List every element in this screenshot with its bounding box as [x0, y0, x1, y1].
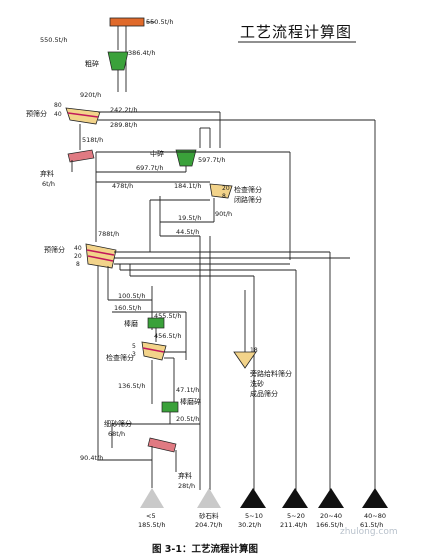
flow-label: 20.5t/h — [176, 415, 199, 423]
flow-label: 100.5t/h — [118, 292, 145, 300]
product-flow: 61.5t/h — [360, 521, 383, 529]
flow-label: 289.8t/h — [110, 121, 137, 129]
product-pile-4: 5~20 211.4t/h — [280, 488, 308, 529]
screen-size: 5 — [132, 343, 136, 350]
flow-label: 68t/h — [108, 430, 125, 438]
flow-label: 386.4t/h — [128, 49, 155, 57]
product-pile-3: 5~10 30.2t/h — [238, 488, 266, 529]
screen-deck — [67, 112, 99, 118]
product-pile-2: 砂石料 204.7t/h — [195, 488, 222, 529]
flow-label: 697.7t/h — [136, 164, 163, 172]
product-flow: 211.4t/h — [280, 521, 307, 529]
rod-crusher-icon — [161, 401, 179, 413]
flow-label: 478t/h — [112, 182, 133, 190]
flow-label: 184.1t/h — [174, 182, 201, 190]
screen-size: 40 — [54, 111, 62, 118]
flow-label: 160.5t/h — [114, 304, 141, 312]
screen-deck — [87, 255, 114, 262]
check-screen-label: 检查筛分 — [234, 185, 262, 194]
product-pile-5: 20~40 166.5t/h — [316, 488, 344, 529]
flow-label: 136.5t/h — [118, 382, 145, 390]
mill-screen-label: 检查筛分 — [106, 353, 134, 362]
flow-label: 597.7t/h — [198, 156, 225, 164]
screen-size: 40 — [74, 245, 82, 252]
screen-size: 20 — [74, 253, 82, 260]
waste-label: 弃料 — [40, 169, 54, 178]
main-screen-label: 预筛分 — [44, 245, 65, 254]
bypass-label: 旁路给料筛分 — [250, 369, 292, 378]
flow-label: 19.5t/h — [178, 214, 201, 222]
screen-size: 80 — [54, 102, 62, 109]
flow-label: 920t/h — [80, 91, 101, 99]
check-screen-icon — [209, 183, 233, 199]
bypass-label-2: 洗砂 — [250, 379, 264, 388]
screen-size: 8 — [222, 193, 226, 200]
product-pile-1: <5 185.5t/h — [138, 488, 165, 529]
flow-label: 28t/h — [178, 482, 195, 490]
mid-crusher-label: 中碎 — [150, 149, 164, 158]
rod-crusher-label: 棒磨碎 — [180, 397, 201, 406]
screen-size: 20 — [222, 185, 230, 192]
product-flow: 166.5t/h — [316, 521, 343, 529]
flow-label-feed: 550.5t/h — [146, 18, 173, 26]
waste-conveyor-icon — [67, 149, 95, 163]
mill-check-screen-icon — [141, 341, 167, 361]
crusher-label: 粗碎 — [85, 59, 99, 68]
screen-size: 18 — [250, 347, 258, 354]
flow-label: 455.5t/h — [154, 312, 181, 320]
product-pile-6: 40~80 61.5t/h — [360, 488, 388, 529]
primary-crusher-icon — [107, 51, 129, 71]
mid-crusher-icon — [175, 149, 197, 167]
flow-label: 6t/h — [42, 180, 55, 188]
pre-screen-label: 预筛分 — [26, 109, 47, 118]
feeder-bar-icon — [109, 17, 145, 27]
product-flow: 204.7t/h — [195, 521, 222, 529]
fine-sand-screen-label: 细砂筛分 — [104, 419, 132, 428]
rod-mill-label: 棒磨 — [124, 319, 138, 328]
product-size: <5 — [146, 512, 156, 520]
product-pile-icon — [282, 488, 308, 508]
fine-screen-label: 闭路筛分 — [234, 195, 262, 204]
product-pile-icon — [240, 488, 266, 508]
lower-waste-label: 弃料 — [178, 471, 192, 480]
product-pile-icon — [140, 488, 164, 508]
flow-label: 47.1t/h — [176, 386, 199, 394]
product-flow: 185.5t/h — [138, 521, 165, 529]
product-size: 20~40 — [320, 512, 342, 520]
product-size: 5~20 — [287, 512, 305, 520]
product-pile-icon — [197, 488, 221, 508]
product-pile-icon — [318, 488, 344, 508]
bypass-screen-icon — [233, 351, 257, 369]
watermark-text: zhulong.com — [340, 527, 398, 537]
flow-label: 788t/h — [98, 230, 119, 238]
bypass-label-3: 成品筛分 — [250, 389, 278, 398]
screen-deck — [86, 249, 115, 256]
flow-label: 90t/h — [215, 210, 232, 218]
screen-size: 3 — [132, 351, 136, 358]
figure-caption: 图 3-1：工艺流程计算图 — [152, 543, 258, 555]
screen-deck — [142, 347, 165, 353]
product-size: 5~10 — [245, 512, 263, 520]
lower-waste-conveyor-icon — [147, 437, 177, 453]
pre-screen-icon — [65, 107, 101, 125]
diagram-title: 工艺流程计算图 — [240, 23, 352, 41]
product-flow: 30.2t/h — [238, 521, 261, 529]
flow-label: 44.5t/h — [176, 228, 199, 236]
secondary-screen-icon — [85, 243, 117, 269]
flow-label: 550.5t/h — [40, 36, 67, 44]
flow-label: 242.2t/h — [110, 106, 137, 114]
flow-label: 518t/h — [82, 136, 103, 144]
flow-label: 456.5t/h — [154, 332, 181, 340]
screen-size: 8 — [76, 261, 80, 268]
flow-label: 90.4t/h — [80, 454, 103, 462]
product-size: 40~80 — [364, 512, 386, 520]
product-size: 砂石料 — [199, 511, 219, 520]
product-pile-icon — [362, 488, 388, 508]
